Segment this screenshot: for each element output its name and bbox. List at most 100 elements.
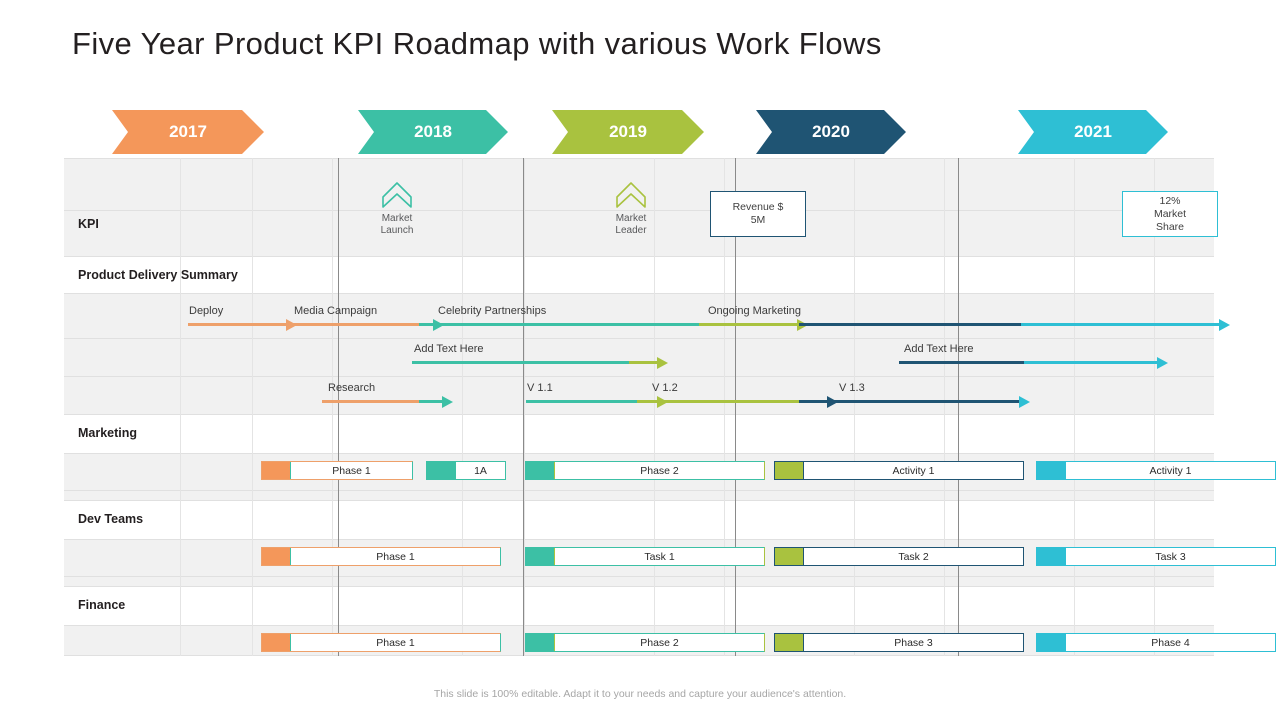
grid-hline [64, 539, 1214, 540]
timeline-segment [419, 400, 444, 403]
timeline-segment [188, 323, 288, 326]
row-label-finance: Finance [78, 598, 126, 612]
section-row-dev-teams [64, 501, 1214, 539]
grid-hline [64, 158, 1214, 159]
timeline-segment [629, 361, 659, 364]
gantt-bar-cap [775, 462, 803, 479]
gantt-bar-dev-teams[interactable]: Task 1 [525, 547, 765, 566]
timeline-segment [412, 361, 629, 364]
kpi-milestone-chevron[interactable]: Market Leader [598, 180, 664, 237]
gantt-bar-cap [526, 462, 554, 479]
kpi-metric-label: Revenue $ 5M [732, 201, 784, 226]
grid-vline-dark [523, 158, 524, 656]
gantt-bar-label: Phase 4 [1065, 634, 1275, 651]
grid-hline [64, 586, 1214, 587]
year-arrow-2017[interactable]: 2017 [112, 110, 264, 154]
gantt-bar-dev-teams[interactable]: Task 2 [774, 547, 1024, 566]
timeline-segment [419, 323, 435, 326]
gantt-bar-cap [1037, 462, 1065, 479]
gantt-bar-dev-teams[interactable]: Task 3 [1036, 547, 1276, 566]
timeline-arrow-label: Research [328, 382, 376, 394]
gantt-bar-finance[interactable]: Phase 3 [774, 633, 1024, 652]
timeline-segment [1024, 361, 1159, 364]
timeline-segment [659, 400, 799, 403]
timeline-arrow-label: V 1.3 [839, 382, 865, 394]
timeline-arrow-label: V 1.2 [652, 382, 678, 394]
timeline-arrowhead [657, 356, 668, 369]
gantt-bar-finance[interactable]: Phase 4 [1036, 633, 1276, 652]
gantt-bar-label: Activity 1 [1065, 462, 1275, 479]
year-arrow-2019[interactable]: 2019 [552, 110, 704, 154]
timeline-segment [526, 400, 637, 403]
gantt-bar-marketing[interactable]: Activity 1 [1036, 461, 1276, 480]
year-arrow-2020[interactable]: 2020 [756, 110, 906, 154]
footer-note: This slide is 100% editable. Adapt it to… [433, 688, 847, 700]
grid-vline-light [252, 158, 253, 656]
timeline-segment [829, 400, 1021, 403]
grid-vline-dark [958, 158, 959, 656]
page-title: Five Year Product KPI Roadmap with vario… [72, 26, 882, 61]
grid-vline-light [854, 158, 855, 656]
year-arrow-label: 2017 [169, 122, 207, 141]
gantt-bar-marketing[interactable]: Phase 1 [261, 461, 413, 480]
grid-vline-dark [735, 158, 736, 656]
kpi-milestone-label: Market Leader [615, 213, 647, 236]
grid-hline [64, 293, 1214, 294]
gantt-bar-cap [1037, 548, 1065, 565]
gantt-bar-marketing[interactable]: 1A [426, 461, 506, 480]
grid-vline-light [462, 158, 463, 656]
timeline-segment [1021, 323, 1221, 326]
grid-hline [64, 453, 1214, 454]
kpi-metric-box[interactable]: Revenue $ 5M [705, 186, 806, 244]
gantt-bar-dev-teams[interactable]: Phase 1 [261, 547, 501, 566]
gantt-bar-cap [262, 462, 290, 479]
gantt-bar-finance[interactable]: Phase 1 [261, 633, 501, 652]
kpi-metric-box[interactable]: 12% Market Share [1122, 191, 1218, 237]
gantt-bar-cap [262, 634, 290, 651]
grid-hline [64, 500, 1214, 501]
gantt-bar-cap [775, 548, 803, 565]
grid-vline-light [524, 158, 525, 656]
section-row-finance [64, 587, 1214, 625]
gantt-bar-label: Task 1 [554, 548, 764, 565]
grid-vline-light [944, 158, 945, 656]
gantt-bar-marketing[interactable]: Activity 1 [774, 461, 1024, 480]
gantt-bar-finance[interactable]: Phase 2 [525, 633, 765, 652]
kpi-milestone-chevron[interactable]: Market Launch [364, 180, 430, 237]
timeline-segment [322, 400, 419, 403]
timeline-arrow-label: Celebrity Partnerships [438, 305, 547, 317]
grid-hline [64, 376, 1214, 377]
gantt-bar-label: Phase 1 [290, 548, 500, 565]
timeline-segment [699, 323, 799, 326]
gantt-bar-label: Phase 3 [803, 634, 1023, 651]
gantt-bar-label: Phase 1 [290, 634, 500, 651]
year-arrow-label: 2019 [609, 122, 647, 141]
grid-hline [64, 655, 1214, 656]
year-arrow-2018[interactable]: 2018 [358, 110, 508, 154]
year-arrow-2021[interactable]: 2021 [1018, 110, 1168, 154]
grid-hline [64, 490, 1214, 491]
kpi-milestone-label: Market Launch [380, 213, 414, 236]
timeline-segment [637, 400, 659, 403]
grid-hline [64, 256, 1214, 257]
section-row-product-delivery [64, 257, 1214, 293]
timeline-arrowhead [1157, 356, 1168, 369]
grid-vline-light [1074, 158, 1075, 656]
grid-vline-light [654, 158, 655, 656]
gantt-bar-marketing[interactable]: Phase 2 [525, 461, 765, 480]
kpi-box-accent [705, 186, 719, 244]
gantt-bar-cap [775, 634, 803, 651]
grid-vline-light [724, 158, 725, 656]
timeline-segment [435, 323, 699, 326]
gantt-bar-label: Phase 2 [554, 634, 764, 651]
gantt-bar-label: Phase 2 [554, 462, 764, 479]
gantt-bar-label: Task 3 [1065, 548, 1275, 565]
timeline-arrowhead [1019, 395, 1030, 408]
grid-hline [64, 414, 1214, 415]
row-label-marketing: Marketing [78, 426, 138, 440]
grid-vline-light [1154, 158, 1155, 656]
timeline-arrow-label: Ongoing Marketing [708, 305, 801, 317]
grid-vline-dark [338, 158, 339, 656]
gantt-bar-label: Phase 1 [290, 462, 412, 479]
